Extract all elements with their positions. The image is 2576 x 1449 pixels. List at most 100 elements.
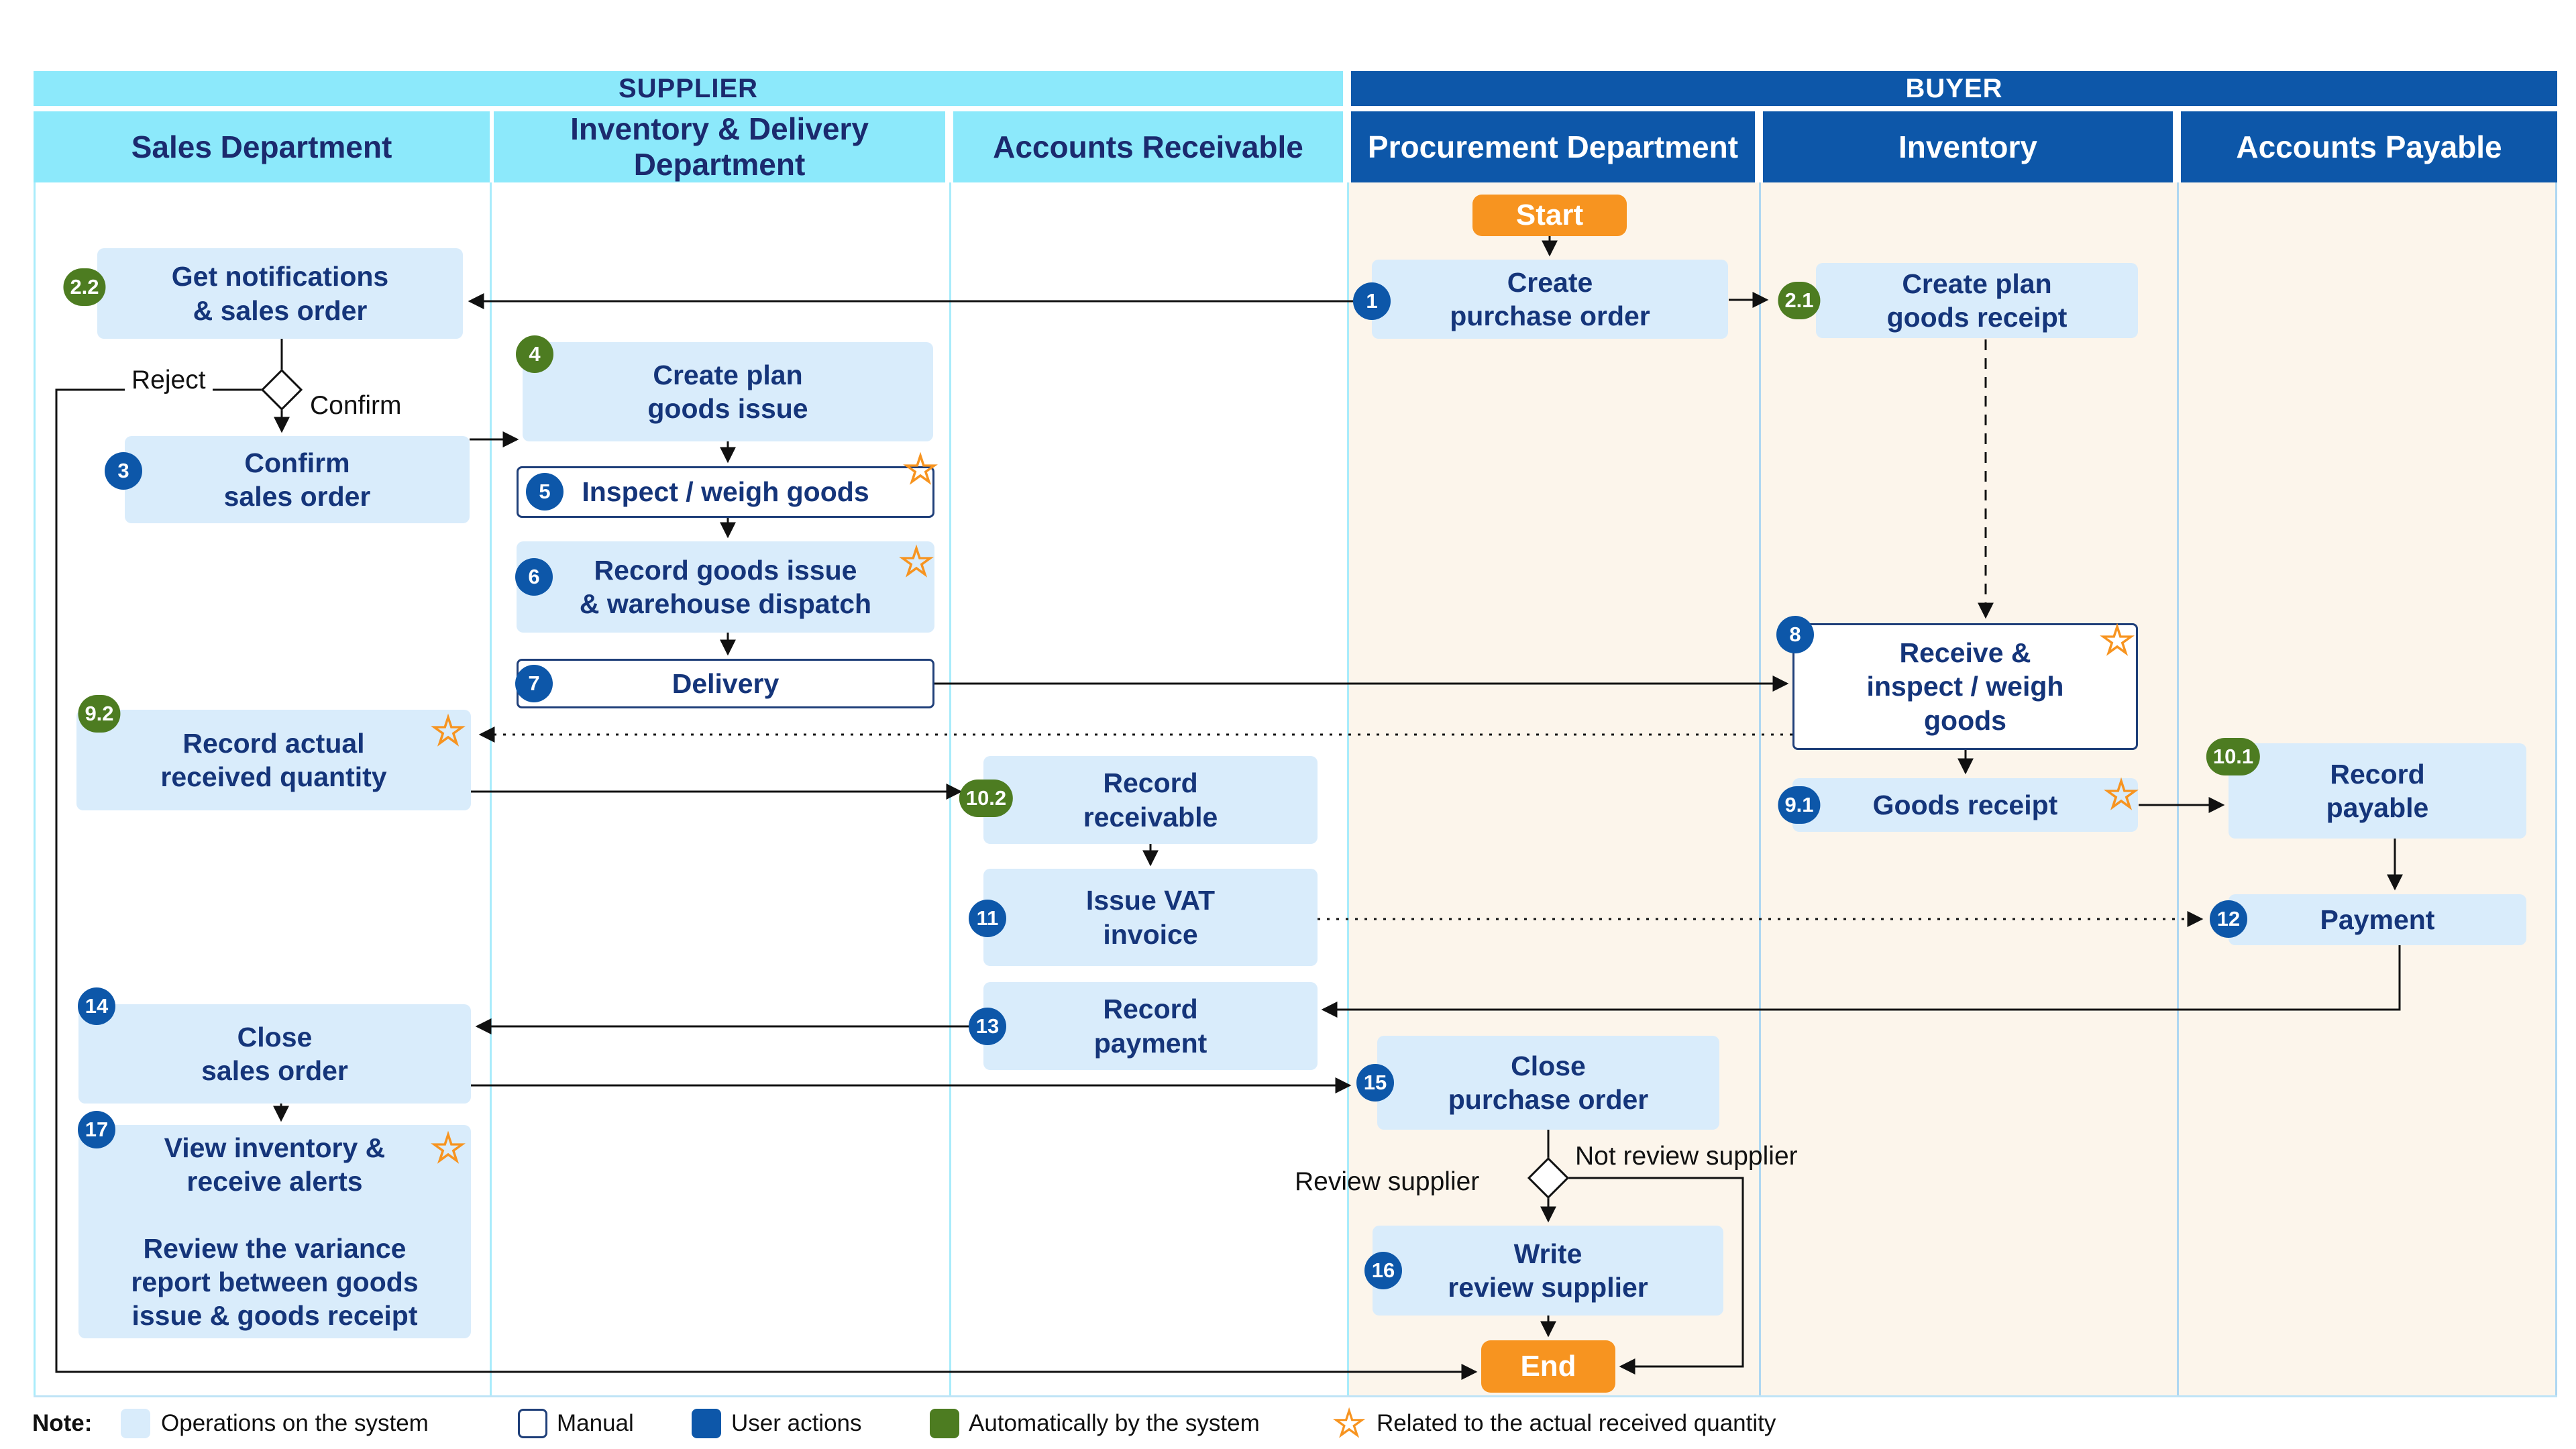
lane-header-procurement: Procurement Department (1351, 111, 1755, 182)
node-close-sales-order: Close sales order (78, 1004, 471, 1104)
star-icon: ☆ (898, 539, 934, 584)
badge-close-purchase-order: 15 (1356, 1064, 1394, 1102)
node-write-review-supplier: Write review supplier (1373, 1226, 1723, 1316)
node-inspect-weigh-goods: Inspect / weigh goods (517, 466, 934, 518)
supplier-band: SUPPLIER (34, 71, 1343, 106)
decision-label-reject: Reject (125, 366, 213, 395)
node-label: Receive & inspect / weigh goods (1866, 637, 2064, 736)
node-label: Create plan goods receipt (1886, 268, 2068, 333)
lane-header-accounts-payable: Accounts Payable (2181, 111, 2557, 182)
lane-header-accounts-receivable: Accounts Receivable (953, 111, 1343, 182)
badge-get-notifications: 2.2 (63, 268, 106, 306)
lane-border (2177, 182, 2179, 1397)
badge-receive-inspect-goods: 8 (1776, 616, 1814, 653)
node-view-inventory: View inventory & receive alerts Review t… (78, 1125, 471, 1338)
star-icon: ☆ (430, 708, 466, 753)
node-label: Get notifications & sales order (171, 261, 389, 326)
badge-record-receivable: 10.2 (959, 780, 1014, 817)
node-create-plan-goods-receipt: Create plan goods receipt (1816, 263, 2138, 338)
node-label: Record receivable (1083, 767, 1218, 833)
star-icon: ☆ (1332, 1402, 1366, 1444)
legend-note-label: Note: (32, 1410, 93, 1436)
node-start: Start (1472, 195, 1627, 236)
lane-border (34, 182, 36, 1397)
badge-record-payable: 10.1 (2206, 738, 2261, 775)
lane-border (2555, 182, 2557, 1397)
node-label: Close purchase order (1448, 1050, 1649, 1115)
node-receive-inspect-goods: Receive & inspect / weigh goods (1792, 623, 2138, 750)
badge-delivery: 7 (515, 665, 553, 702)
lane-border (490, 182, 492, 1397)
node-label: Record actual received quantity (160, 727, 387, 792)
decision-label-confirm: Confirm (310, 391, 402, 420)
node-label: Record payment (1093, 994, 1208, 1059)
node-label: Write review supplier (1448, 1238, 1648, 1303)
badge-issue-vat-invoice: 11 (969, 900, 1006, 937)
badge-create-plan-goods-receipt: 2.1 (1778, 282, 1821, 319)
legend-swatch-user-actions (692, 1409, 721, 1438)
lane-border (1759, 182, 1761, 1397)
edge-notreview-end (1567, 1177, 1744, 1375)
node-label: Delivery (672, 667, 780, 699)
badge-create-purchase-order: 1 (1353, 282, 1391, 320)
decision-label-not-review-supplier: Not review supplier (1575, 1142, 1798, 1171)
badge-inspect-weigh-goods: 5 (526, 473, 564, 511)
legend-swatch-operations (121, 1409, 150, 1438)
star-icon: ☆ (902, 447, 938, 492)
lane-header-inventory: Inventory (1763, 111, 2173, 182)
node-record-received-quantity: Record actual received quantity (76, 710, 471, 810)
badge-record-received-quantity: 9.2 (78, 695, 121, 733)
node-label: Create plan goods issue (647, 359, 808, 424)
star-icon: ☆ (430, 1126, 466, 1171)
node-label: End (1520, 1350, 1576, 1383)
edge-payment-recordpayment (1321, 945, 2401, 1018)
node-label: Create purchase order (1450, 266, 1650, 331)
node-get-notifications: Get notifications & sales order (97, 248, 463, 339)
node-label: Goods receipt (1872, 789, 2058, 820)
badge-view-inventory: 17 (78, 1111, 115, 1148)
star-icon: ☆ (2099, 618, 2135, 663)
node-record-payment: Record payment (983, 982, 1318, 1070)
node-record-payable: Record payable (2229, 743, 2526, 839)
legend-user-actions-label: User actions (731, 1410, 862, 1436)
badge-close-sales-order: 14 (78, 987, 115, 1025)
lane-border (1347, 182, 1349, 1397)
node-label: Record goods issue & warehouse dispatch (579, 554, 872, 619)
buyer-band: BUYER (1351, 71, 2557, 106)
decision-label-review-supplier: Review supplier (1295, 1167, 1480, 1196)
badge-confirm-sales-order: 3 (105, 452, 142, 490)
legend-automatic-label: Automatically by the system (969, 1410, 1260, 1436)
badge-record-goods-issue: 6 (515, 558, 553, 596)
legend-manual-label: Manual (557, 1410, 634, 1436)
legend-swatch-automatic (930, 1409, 959, 1438)
legend-swatch-manual (518, 1409, 547, 1438)
legend-operations-label: Operations on the system (161, 1410, 429, 1436)
node-label: Issue VAT invoice (1085, 885, 1216, 950)
lane-header-inventory-delivery: Inventory & Delivery Department (494, 111, 945, 182)
node-create-plan-goods-issue: Create plan goods issue (523, 342, 933, 441)
star-icon: ☆ (2103, 772, 2139, 817)
node-label: Start (1515, 199, 1584, 232)
node-label: Payment (2320, 904, 2435, 935)
badge-create-plan-goods-issue: 4 (516, 335, 553, 373)
badge-payment: 12 (2210, 900, 2247, 938)
node-close-purchase-order: Close purchase order (1377, 1036, 1719, 1130)
node-record-receivable: Record receivable (983, 756, 1318, 844)
node-label: View inventory & receive alerts Review t… (131, 1132, 419, 1332)
node-payment: Payment (2229, 894, 2526, 945)
lane-border-bottom (34, 1395, 2557, 1397)
legend-star-label: Related to the actual received quantity (1377, 1410, 1776, 1436)
node-record-goods-issue: Record goods issue & warehouse dispatch (517, 541, 934, 633)
node-issue-vat-invoice: Issue VAT invoice (983, 869, 1318, 966)
lane-header-sales: Sales Department (34, 111, 490, 182)
badge-record-payment: 13 (969, 1008, 1006, 1045)
badge-goods-receipt: 9.1 (1778, 786, 1821, 824)
node-delivery: Delivery (517, 659, 934, 708)
node-label: Record payable (2326, 758, 2429, 823)
node-create-purchase-order: Create purchase order (1372, 260, 1728, 339)
node-label: Inspect / weigh goods (582, 476, 869, 508)
node-confirm-sales-order: Confirm sales order (125, 436, 470, 523)
node-end: End (1481, 1340, 1615, 1393)
node-label: Confirm sales order (223, 447, 371, 512)
node-label: Close sales order (201, 1021, 348, 1086)
